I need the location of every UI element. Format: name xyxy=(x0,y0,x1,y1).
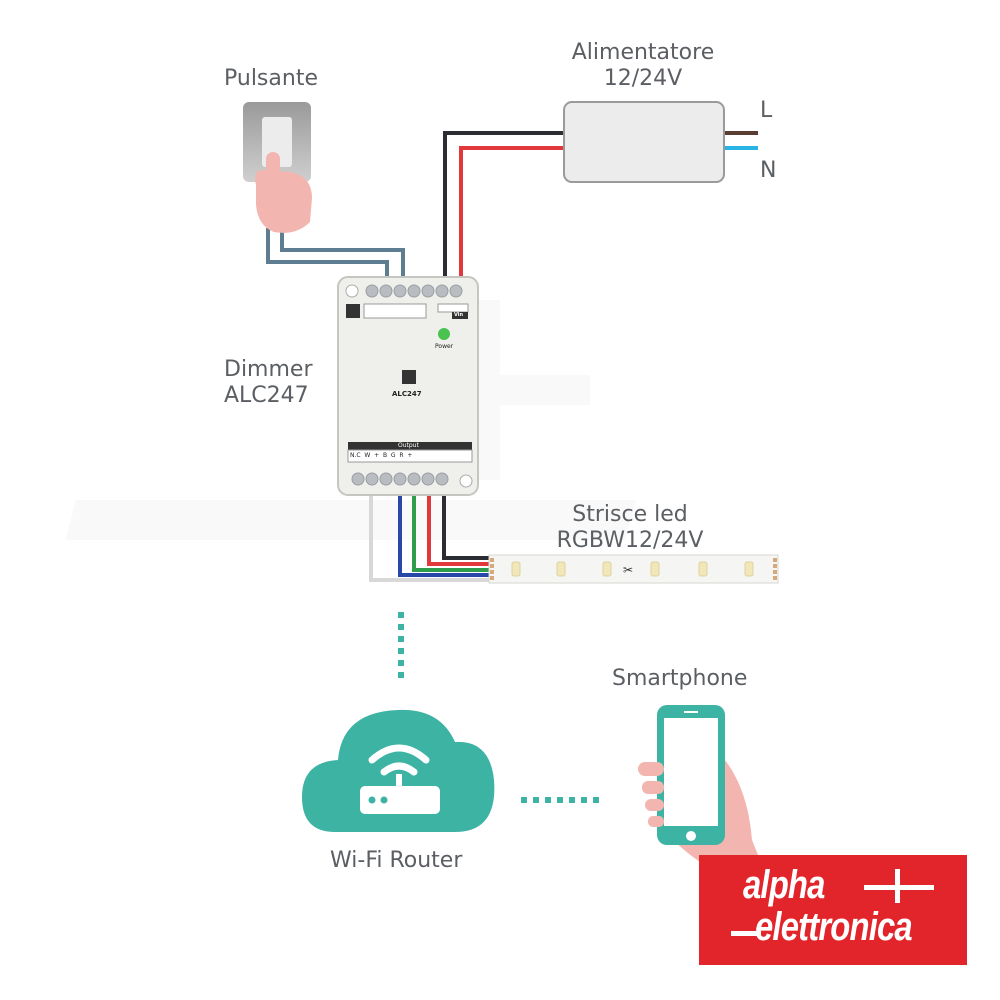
dimmer-model-text: ALC247 xyxy=(392,390,422,398)
router-label: Wi-Fi Router xyxy=(330,848,463,873)
terminal-n-label: N xyxy=(760,158,777,183)
ac-wires xyxy=(723,131,758,150)
led-strip-label: Strisce led RGBW12/24V xyxy=(530,502,730,554)
terminal-l-label: L xyxy=(760,98,773,123)
wireless-link-dotted xyxy=(398,612,599,803)
push-button-label: Pulsante xyxy=(224,66,318,91)
led-wires xyxy=(369,495,490,582)
dimmer-label-line2: ALC247 xyxy=(224,383,309,408)
brand-logo: alpha elettronica xyxy=(699,855,967,965)
cloud-router-icon xyxy=(302,709,495,832)
smartphone-label: Smartphone xyxy=(612,666,748,691)
output-terminal-labels: N.C W + B G R + xyxy=(350,452,413,459)
power-led-label: Power xyxy=(435,343,454,350)
power-supply-label: Alimentatore 12/24V xyxy=(548,40,738,92)
power-supply-label-line1: Alimentatore xyxy=(571,40,715,65)
hand-pressing-icon xyxy=(255,152,312,233)
led-strip: ✂ xyxy=(488,554,779,584)
button-wires xyxy=(266,228,405,277)
brand-line2: elettronica xyxy=(755,905,913,949)
led-strip-label-line2: RGBW12/24V xyxy=(556,528,704,553)
dc-wires xyxy=(443,131,566,277)
vin-label: Vin xyxy=(454,312,464,318)
brand-line1: alpha xyxy=(743,863,825,907)
dimmer-label-line1: Dimmer xyxy=(224,357,313,382)
power-supply-box xyxy=(563,101,725,183)
power-supply-label-line2: 12/24V xyxy=(603,66,683,91)
logo-plus-vertical xyxy=(895,869,900,903)
svg-text:✂: ✂ xyxy=(623,563,633,577)
dimmer-label: Dimmer ALC247 xyxy=(224,357,313,409)
watermark xyxy=(65,300,637,540)
led-strip-label-line1: Strisce led xyxy=(572,502,688,527)
output-header: Output xyxy=(398,442,419,449)
logo-dash xyxy=(731,931,761,936)
smartphone-icon xyxy=(638,705,760,862)
dimmer-device xyxy=(337,276,479,496)
power-led-icon xyxy=(438,328,450,340)
